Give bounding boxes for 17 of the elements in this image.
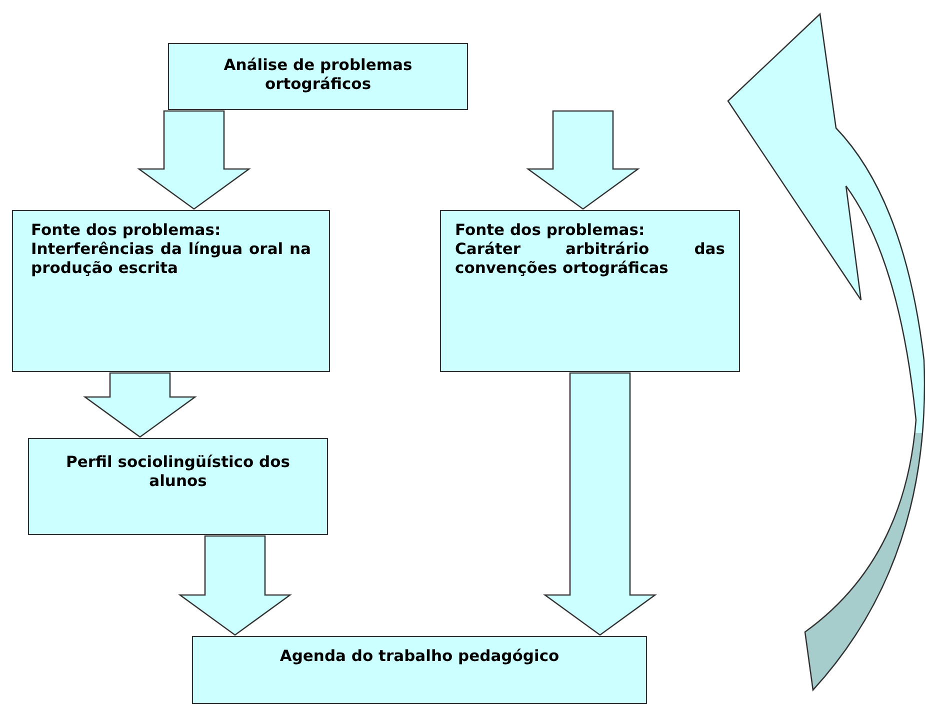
block-arrow bbox=[137, 110, 251, 210]
block-arrow bbox=[178, 535, 292, 636]
process-box bbox=[12, 210, 330, 372]
process-box bbox=[192, 636, 647, 704]
block-arrow bbox=[83, 372, 197, 438]
process-box bbox=[28, 438, 328, 535]
box-text: Análise de problemas ortográficos bbox=[222, 56, 414, 94]
box-text: Interferências da língua oral na produção escrita bbox=[31, 240, 311, 278]
block-arrow bbox=[526, 110, 640, 210]
box-heading: Fonte dos problemas: bbox=[455, 221, 646, 240]
box-text: Caráter arbitrário das convenções ortográficas bbox=[455, 240, 725, 278]
box-text: Perfil sociolingüístico dos alunos bbox=[65, 453, 291, 491]
box-heading: Fonte dos problemas: bbox=[31, 221, 222, 240]
box-text: Agenda do trabalho pedagógico bbox=[278, 647, 560, 666]
process-box bbox=[168, 43, 468, 110]
process-box bbox=[440, 210, 740, 372]
block-arrow bbox=[543, 372, 657, 636]
